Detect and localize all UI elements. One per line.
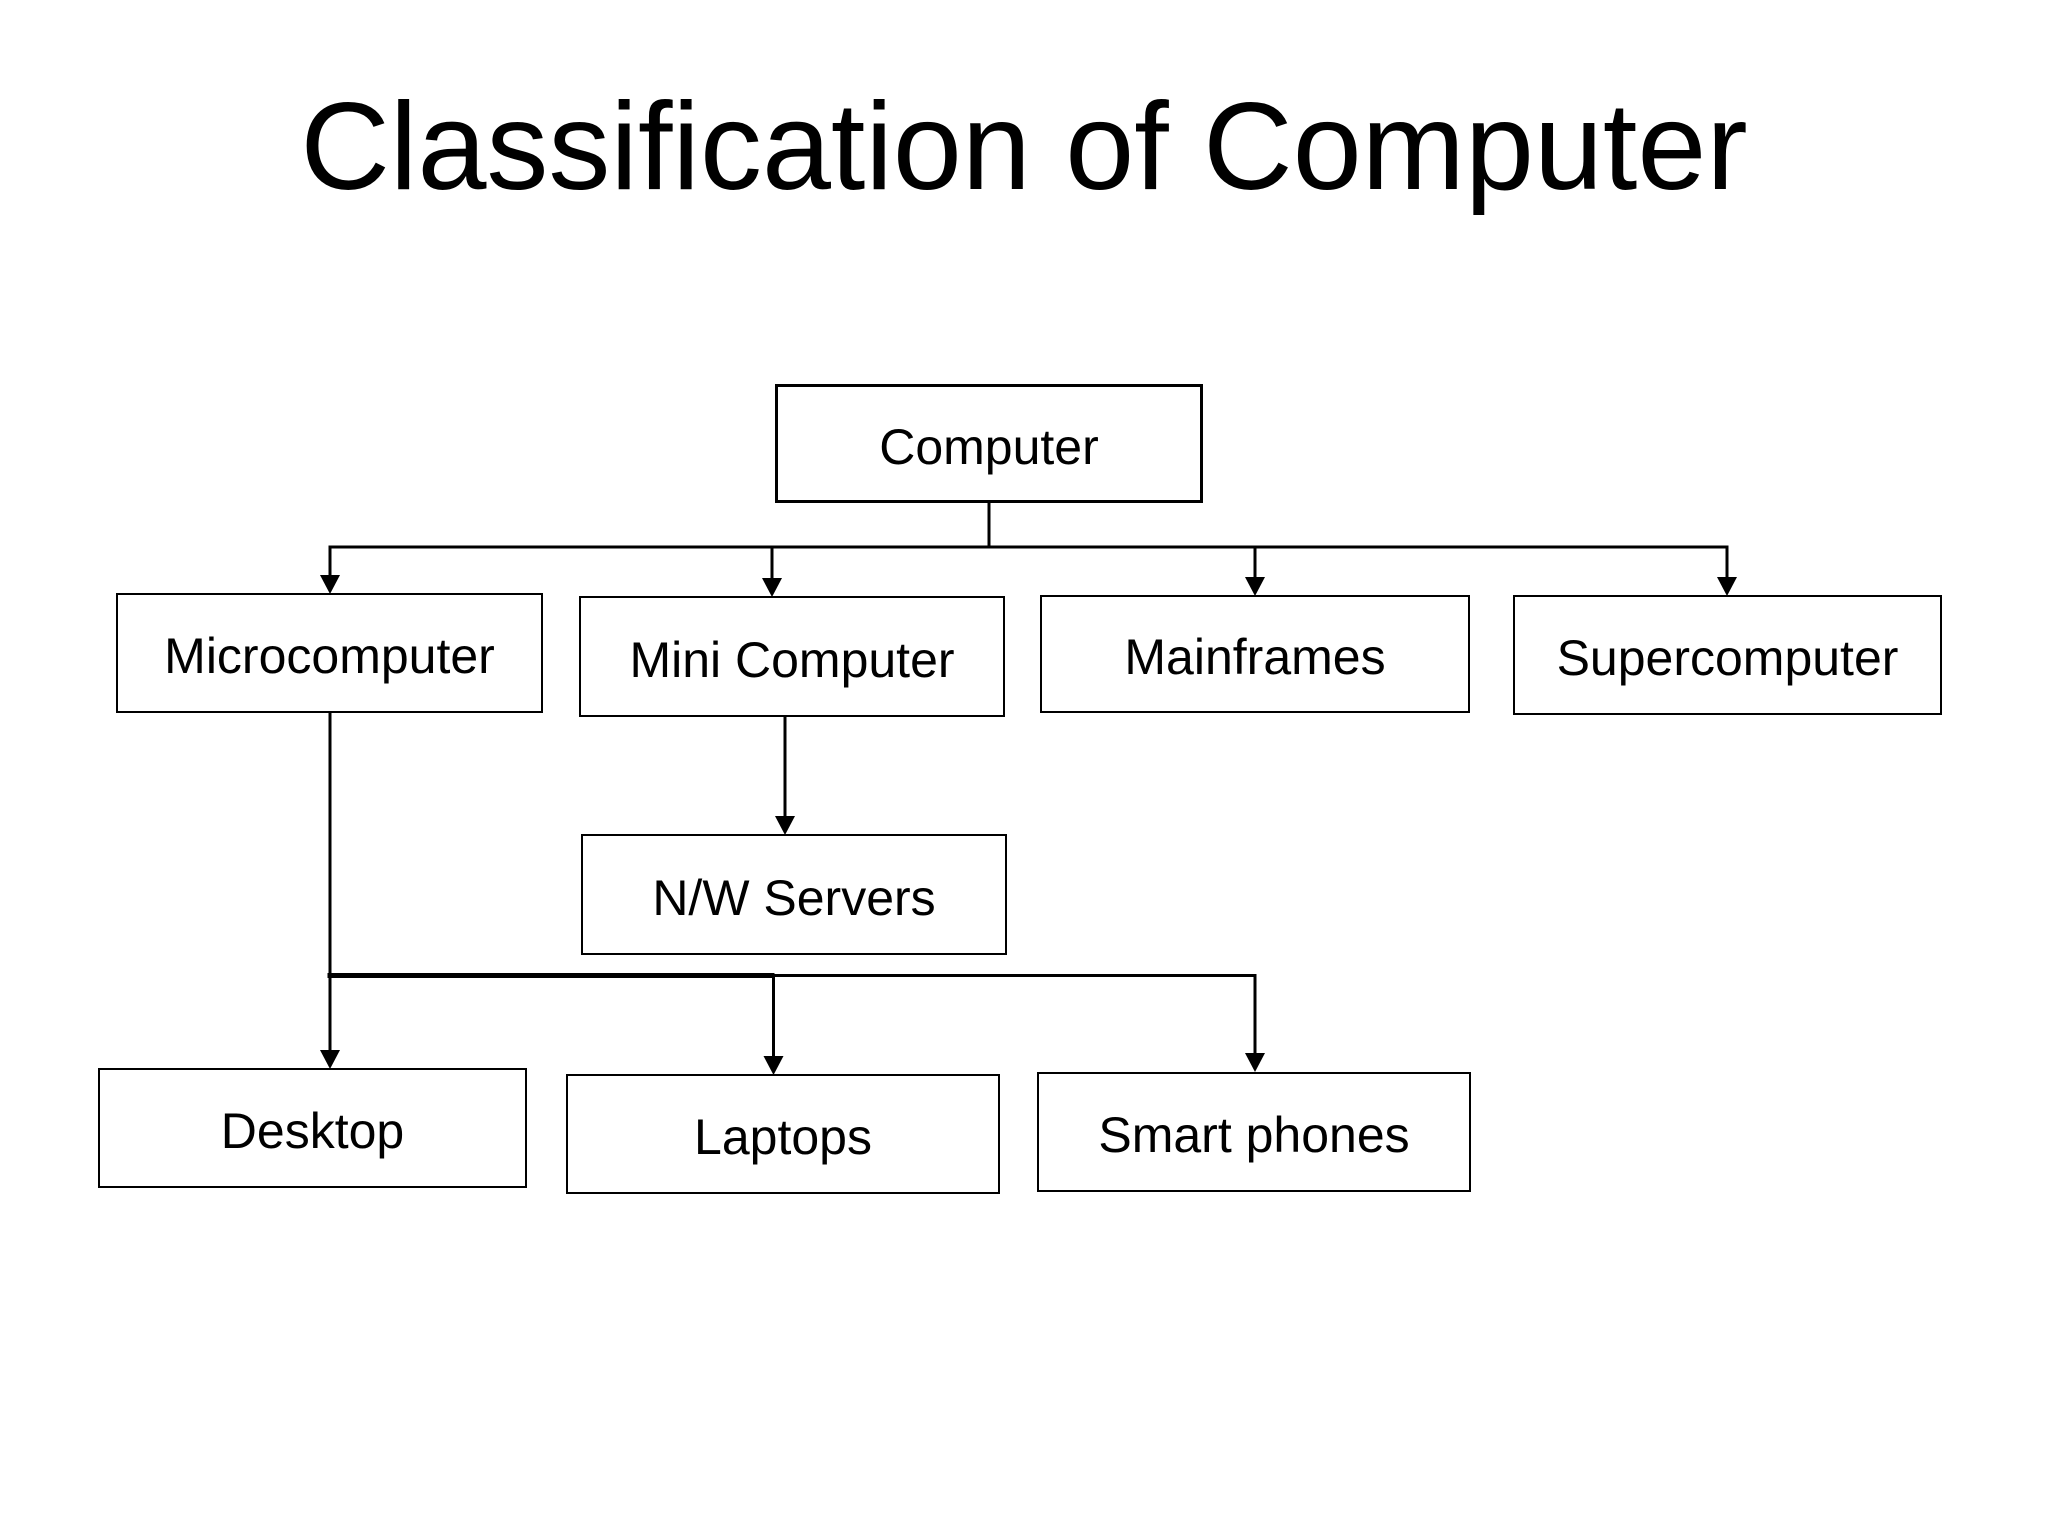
- node-mainframes-label: Mainframes: [1124, 629, 1386, 685]
- node-computer-label: Computer: [879, 418, 1099, 475]
- arrowhead-microcomputer: [320, 575, 340, 594]
- arrowhead-mainframes: [1245, 577, 1265, 596]
- arrowhead-supercomputer: [1717, 577, 1737, 596]
- node-desktop: Desktop: [98, 1068, 527, 1188]
- node-nw-servers-label: N/W Servers: [652, 869, 936, 926]
- node-supercomputer: Supercomputer: [1513, 595, 1942, 715]
- node-computer: Computer: [775, 384, 1203, 503]
- node-mini-computer: Mini Computer: [579, 596, 1005, 717]
- arrowhead-desktop: [320, 1050, 340, 1069]
- node-mini-computer-label: Mini Computer: [629, 631, 955, 688]
- node-laptops: Laptops: [566, 1074, 1000, 1194]
- node-mainframes: Mainframes: [1040, 595, 1470, 713]
- node-laptops-label: Laptops: [694, 1109, 872, 1165]
- page-title: Classification of Computer: [300, 78, 1748, 216]
- node-microcomputer: Microcomputer: [116, 593, 543, 713]
- node-nw-servers: N/W Servers: [581, 834, 1007, 955]
- arrowhead-mini-computer: [762, 578, 782, 597]
- node-desktop-label: Desktop: [220, 1103, 405, 1159]
- arrowhead-laptops: [763, 1056, 784, 1075]
- node-supercomputer-label: Supercomputer: [1556, 630, 1899, 686]
- arrowhead-nw-servers: [775, 816, 795, 835]
- node-microcomputer-label: Microcomputer: [164, 628, 495, 684]
- node-smart-phones: Smart phones: [1037, 1072, 1471, 1192]
- node-smart-phones-label: Smart phones: [1098, 1107, 1410, 1163]
- arrowhead-smart-phones: [1245, 1053, 1265, 1072]
